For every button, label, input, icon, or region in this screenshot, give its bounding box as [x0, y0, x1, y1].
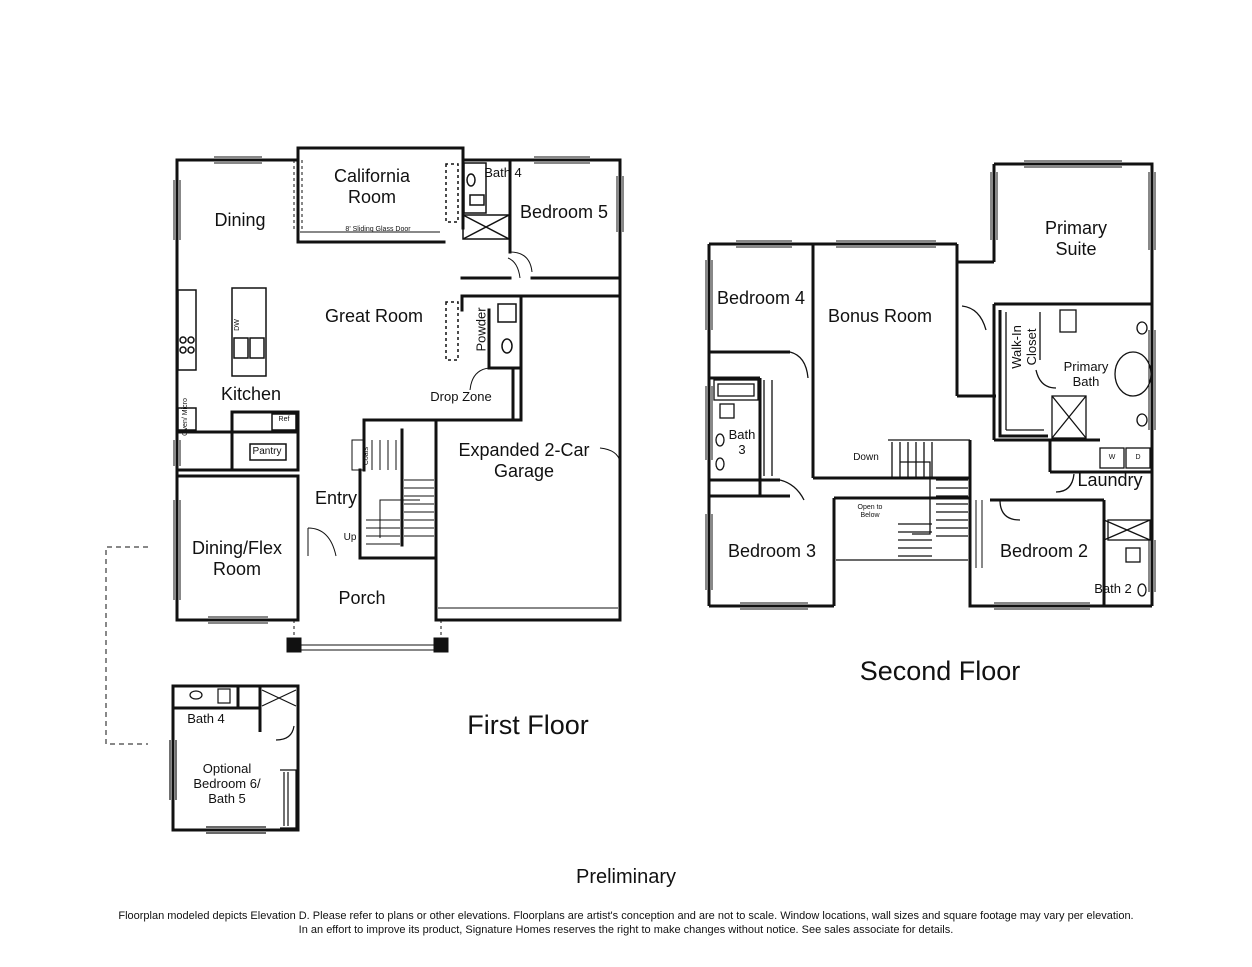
california-room-label: California Room: [333, 166, 411, 207]
optional-bedroom-walls: [171, 684, 300, 832]
powder-fixtures: [445, 301, 517, 391]
ref-label: Ref: [278, 416, 290, 423]
bedroom4-label: Bedroom 4: [716, 288, 806, 308]
porch: [286, 620, 449, 653]
disclaimer-line-1: Floorplan modeled depicts Elevation D. P…: [118, 910, 1134, 922]
primary-suite-label: Primary Suite: [1045, 218, 1107, 259]
kitchen-fixtures: [177, 287, 297, 461]
dining-label: Dining: [214, 210, 266, 230]
optional-bedroom-fixtures: [169, 688, 297, 834]
dw-label: DW: [233, 319, 241, 331]
dryer-label: D: [1135, 454, 1141, 461]
bedroom3-label: Bedroom 3: [727, 541, 817, 561]
garage-door-swing: [438, 257, 621, 609]
second-floor-title: Second Floor: [859, 656, 1021, 686]
bath4-fixtures: [445, 162, 533, 273]
coats-label: Coats: [362, 446, 370, 466]
second-floor-fixtures: [713, 305, 1152, 597]
second-floor-windows: [705, 160, 1156, 610]
optional-connector: [105, 546, 148, 745]
bath2-label: Bath 2: [1094, 581, 1132, 596]
entry-label: Entry: [314, 488, 357, 508]
bedroom2-label: Bedroom 2: [999, 541, 1089, 561]
drop-zone-label: Drop Zone: [430, 389, 492, 404]
kitchen-label: Kitchen: [220, 384, 282, 404]
sliding-door-label: 8' Sliding Glass Door: [345, 226, 411, 233]
laundry-label: Laundry: [1077, 470, 1143, 490]
bath3-label: Bath 3: [728, 427, 756, 457]
optional-bath4-label: Bath 4: [187, 711, 225, 726]
bedroom5-label: Bedroom 5: [519, 202, 609, 222]
powder-label: Powder: [473, 307, 489, 352]
disclaimer-line-2: In an effort to improve its product, Sig…: [298, 924, 954, 936]
first-floor-stairs: [307, 439, 434, 557]
first-floor-title: First Floor: [467, 710, 589, 740]
washer-label: W: [1108, 454, 1116, 461]
garage-label: Expanded 2-Car Garage: [458, 440, 590, 481]
first-floor-walls: [175, 146, 622, 622]
oven-micro-label: Oven/ Micro: [181, 398, 189, 436]
optional-bedroom-label: Optional Bedroom 6/ Bath 5: [193, 761, 261, 806]
porch-label: Porch: [338, 588, 386, 608]
dining-flex-label: Dining/Flex Room: [191, 538, 283, 579]
bonus-room-label: Bonus Room: [827, 306, 933, 326]
great-room-label: Great Room: [324, 306, 424, 326]
pantry-label: Pantry: [252, 446, 282, 457]
preliminary-label: Preliminary: [575, 866, 677, 888]
open-to-below-label: Open to Below: [857, 504, 883, 520]
first-floor-windows: [173, 156, 624, 624]
down-label: Down: [853, 452, 879, 463]
up-label: Up: [343, 532, 357, 543]
walk-in-closet-label: Walk-In Closet: [1009, 325, 1039, 369]
bath4-label: Bath 4: [484, 165, 522, 180]
second-floor-walls: [707, 162, 1154, 608]
primary-bath-label: Primary Bath: [1063, 359, 1109, 389]
